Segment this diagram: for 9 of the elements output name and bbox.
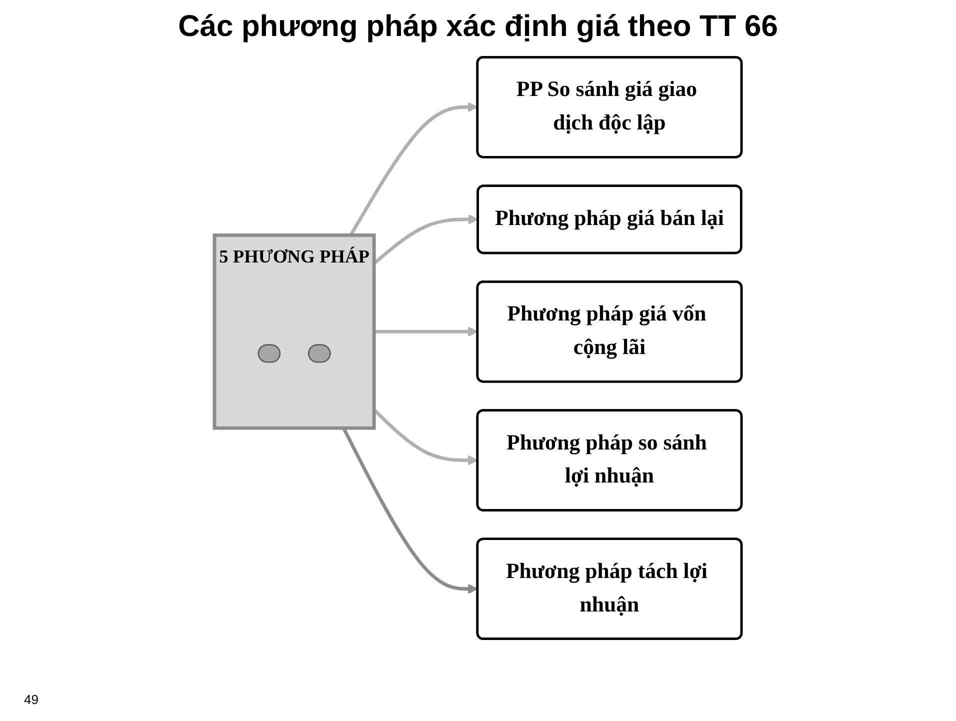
method-box: Phương pháp giá vốn cộng lãi <box>476 280 743 383</box>
method-box: Phương pháp so sánh lợi nhuận <box>476 409 743 512</box>
method-box: PP So sánh giá giao dịch độc lập <box>476 56 743 158</box>
method-box: Phương pháp tách lợi nhuận <box>476 538 743 640</box>
method-box: Phương pháp giá bán lại <box>476 184 742 254</box>
group-panel: 5 PHƯƠNG PHÁP <box>212 233 376 430</box>
page-number: 49 <box>24 692 38 707</box>
slide-title: Các phương pháp xác định giá theo TT 66 <box>177 10 779 44</box>
arrow <box>374 326 478 337</box>
